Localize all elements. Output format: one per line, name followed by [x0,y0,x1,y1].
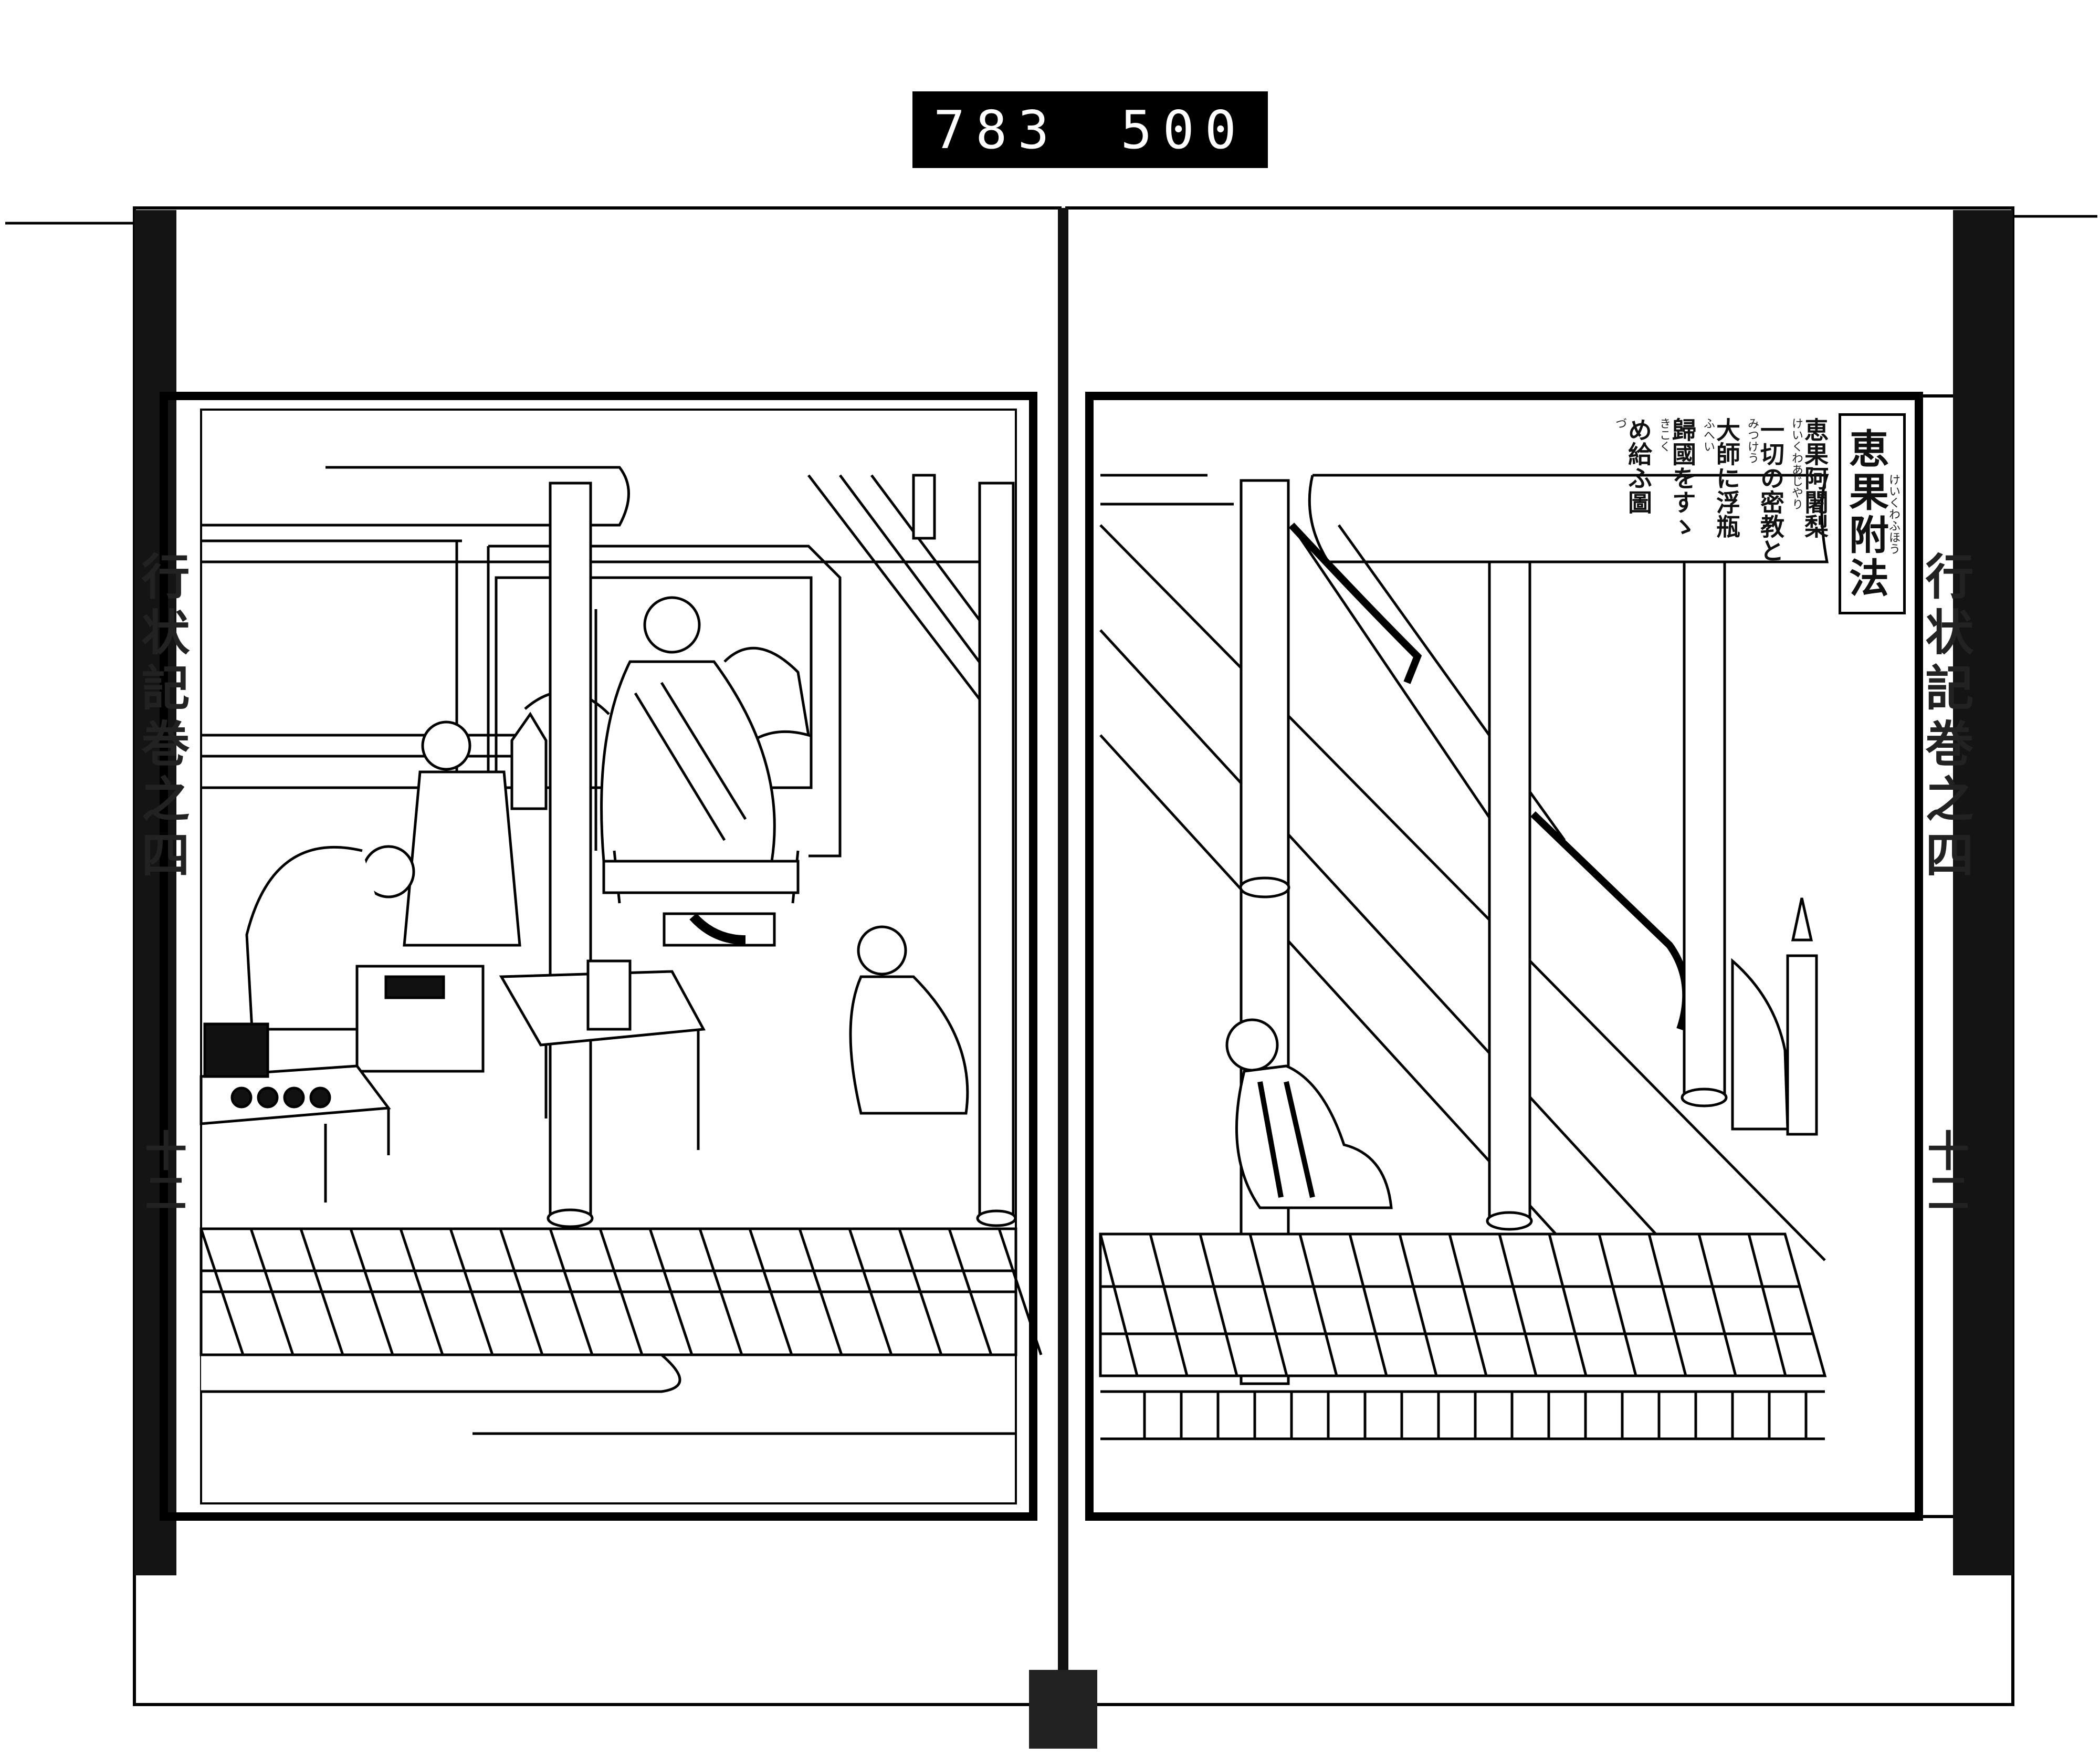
floor-tile-line [399,1228,444,1355]
master-head [643,596,701,654]
floor-tile-line [1099,1234,1139,1376]
floor-tile-line [499,1228,544,1355]
archive-number-label: 783 500 [912,91,1268,168]
left-binding-edge [134,210,176,1575]
floor-tile-line [1199,1234,1238,1376]
caption-ruby: づ [1613,417,1626,429]
caption-column: 大師に浮瓶 ふへい [1702,417,1741,538]
floor-tile-line [1149,1234,1189,1376]
floor-tile-line [898,1228,943,1355]
label-right-number: 500 [1120,99,1247,161]
caption-column: 一切の密教と みつけう [1746,417,1785,562]
caption-column: 恵果阿闍梨 けいくわあじやり [1790,417,1829,538]
floor-tile-line [1398,1234,1438,1376]
right-scene [1099,474,1829,1440]
caption-ruby: ふへい [1702,417,1715,452]
caption-ruby: みつけう [1746,417,1759,464]
monk-head [421,720,471,771]
label-left-number: 783 [933,99,1060,161]
floor-tile-line [349,1228,394,1355]
floor-tile-line [948,1228,993,1355]
left-scene [200,466,1043,1435]
floor-tile-line [449,1228,494,1355]
floor-tile-line [998,1228,1043,1355]
floor-tile-line [598,1228,644,1355]
kneeling-monk-head [857,925,907,976]
gutter-foot [1029,1670,1097,1749]
floor-tile-line [1498,1234,1538,1376]
illustration-title: 恵果附法 [1842,427,1889,600]
floor-tile-line [1548,1234,1588,1376]
left-margin-page-number: 十二 [138,1129,187,1213]
caption-ruby: きこく [1657,417,1671,452]
right-binding-edge [1953,210,2013,1575]
floor-tile-line [299,1228,344,1355]
center-gutter [1058,208,1068,1731]
floor-tile-line [1697,1234,1737,1376]
right-frame [1085,392,1923,1521]
scan-edge-lines [5,215,2097,225]
floor-tile-line [200,1228,245,1355]
caption-text: 一切の密教と [1757,417,1785,562]
caption-column: め給ふ圖 づ [1613,417,1653,514]
illustration-caption: 恵果阿闍梨 けいくわあじやり 一切の密教と みつけう 大師に浮瓶 ふへい 歸國を… [1564,417,1829,575]
left-margin-book-title: 行状記巻之四 [133,551,190,885]
illustration-title-box: 恵果附法 けいくわふほう [1839,413,1906,614]
caption-ruby: けいくわあじやり [1790,417,1803,510]
floor-tile-line [1348,1234,1388,1376]
caption-text: め給ふ圖 [1624,417,1653,514]
illustration-title-ruby: けいくわふほう [1887,473,1900,555]
floor-tile-line [1598,1234,1637,1376]
left-frame [160,392,1037,1521]
kukai-head [1225,1018,1279,1072]
right-margin-page-number: 十二 [1920,1129,1970,1213]
floor-tile-line [249,1228,295,1355]
caption-text: 大師に浮瓶 [1713,417,1741,538]
caption-text: 恵果阿闍梨 [1801,417,1829,538]
floor-tile-line [1647,1234,1687,1376]
floor-tile-line [698,1228,743,1355]
floor-tile-line [1747,1234,1787,1376]
floor-tile-line [748,1228,793,1355]
floor-tile-line [549,1228,594,1355]
caption-text: 歸國をすゝ [1668,417,1697,538]
left-inner-frame [200,409,1017,1504]
caption-column: 歸國をすゝ きこく [1657,417,1697,538]
floor-tile-line [1248,1234,1288,1376]
right-margin-book-title: 行状記巻之四 [1917,551,1974,885]
floor-tile-line [1448,1234,1488,1376]
floor-tile-line [648,1228,694,1355]
floor-tile-line [798,1228,843,1355]
floor-tile-line [1298,1234,1338,1376]
floor-tile-line [848,1228,893,1355]
